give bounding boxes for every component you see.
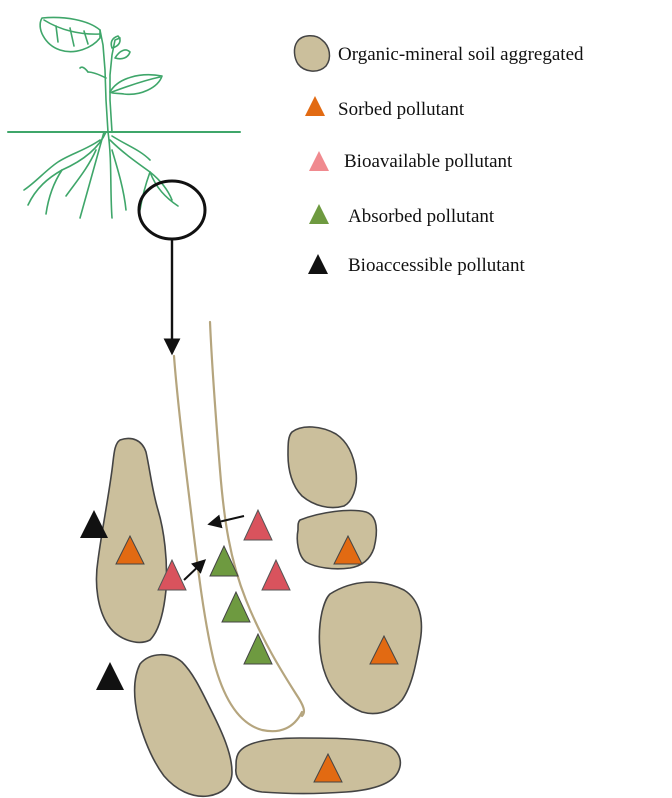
bioavailable-pollutant-triangle (244, 510, 272, 540)
legend-label-bioaccessible: Bioaccessible pollutant (348, 255, 525, 276)
legend-triangle-sorbed-icon (305, 96, 325, 116)
zoomed-root (174, 322, 304, 731)
soil-aggregate (319, 582, 421, 713)
plant-stem (100, 30, 108, 132)
plant-roots (24, 132, 178, 218)
soil-aggregate (236, 738, 401, 794)
legend-label-absorbed: Absorbed pollutant (348, 206, 495, 227)
absorbed-pollutant-triangle (244, 634, 272, 664)
legend-label-bioavailable: Bioavailable pollutant (344, 151, 513, 172)
legend-label-aggregate: Organic-mineral soil aggregated (338, 44, 584, 65)
legend-triangle-bioaccessible-icon (308, 254, 328, 274)
soil-aggregate (288, 427, 356, 508)
bioavailable-pollutant-triangle (262, 560, 290, 590)
legend-aggregate-icon (294, 36, 329, 71)
uptake-arrow (184, 561, 204, 580)
soil-aggregates (96, 427, 421, 796)
legend-label-sorbed: Sorbed pollutant (338, 99, 465, 120)
bioaccessible-pollutant-triangle (96, 662, 124, 690)
legend: Organic-mineral soil aggregated Sorbed p… (294, 36, 584, 276)
legend-triangle-absorbed-icon (309, 204, 329, 224)
plant-illustration (8, 18, 240, 353)
root-zoom-circle (139, 181, 205, 239)
legend-triangle-bioavailable-icon (309, 151, 329, 171)
release-arrow (210, 516, 244, 524)
